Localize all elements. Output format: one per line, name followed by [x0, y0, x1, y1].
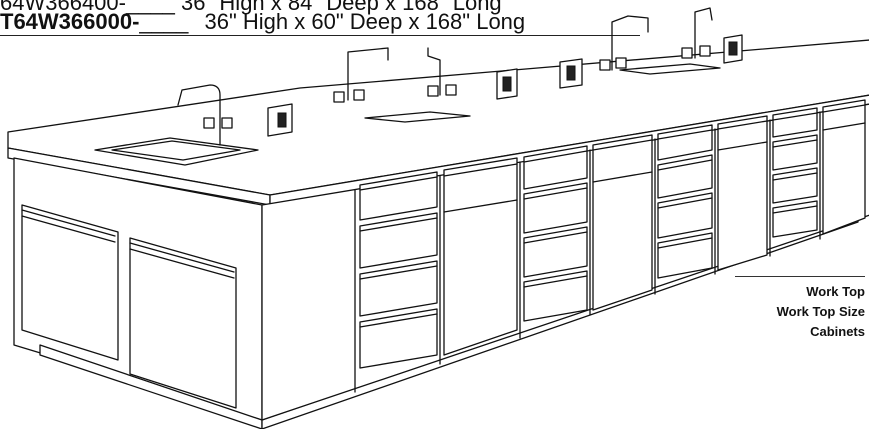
end-door-right: [129, 237, 237, 409]
cabinet-door-2: [592, 134, 653, 311]
model-code: T64W366000-: [0, 9, 140, 34]
drawer-stack-4: [772, 107, 818, 238]
legend-rule: [735, 276, 865, 277]
cabinet-door-4: [822, 99, 866, 235]
cabinet-door-1: [443, 157, 518, 356]
outlet-1: [267, 103, 293, 137]
drawer-stack-1: [359, 171, 438, 369]
model-suffix: ____: [139, 9, 189, 34]
end-door-left: [21, 204, 119, 361]
outlet-3: [559, 58, 583, 89]
faucet-5: [681, 7, 713, 59]
sink-left-basin: [111, 140, 241, 161]
legend-work-top: Work Top: [806, 284, 865, 299]
faucet-4: [599, 15, 649, 71]
partial-model-line: 64W366400-____ 36" High x 84" Deep x 168…: [0, 0, 502, 15]
cabinet-door-3: [717, 115, 768, 271]
faucet-1: [177, 84, 233, 146]
drawer-stack-3: [657, 124, 713, 279]
faucet-2: [333, 47, 389, 103]
end-door-left-handle: [21, 209, 116, 243]
drawer-stack-2: [523, 145, 588, 322]
cabinet-dividers: [354, 111, 821, 393]
sink-left: [94, 137, 259, 166]
header-divider: [0, 35, 640, 36]
legend-work-top-size: Work Top Size: [776, 304, 865, 319]
sink-right: [364, 111, 471, 123]
sink-right-2: [619, 63, 721, 75]
model-line: T64W366000-____ 36" High x 60" Deep x 16…: [0, 10, 525, 34]
legend-cabinets: Cabinets: [810, 324, 865, 339]
outlet-2: [496, 68, 518, 100]
model-dimensions: 36" High x 60" Deep x 168" Long: [204, 9, 526, 34]
outlet-4: [723, 34, 743, 64]
faucet-3: [427, 47, 457, 97]
end-door-right-handle: [129, 242, 235, 279]
legend: Work Top Work Top Size Cabinets: [735, 276, 865, 342]
toe-kick: [39, 344, 263, 429]
